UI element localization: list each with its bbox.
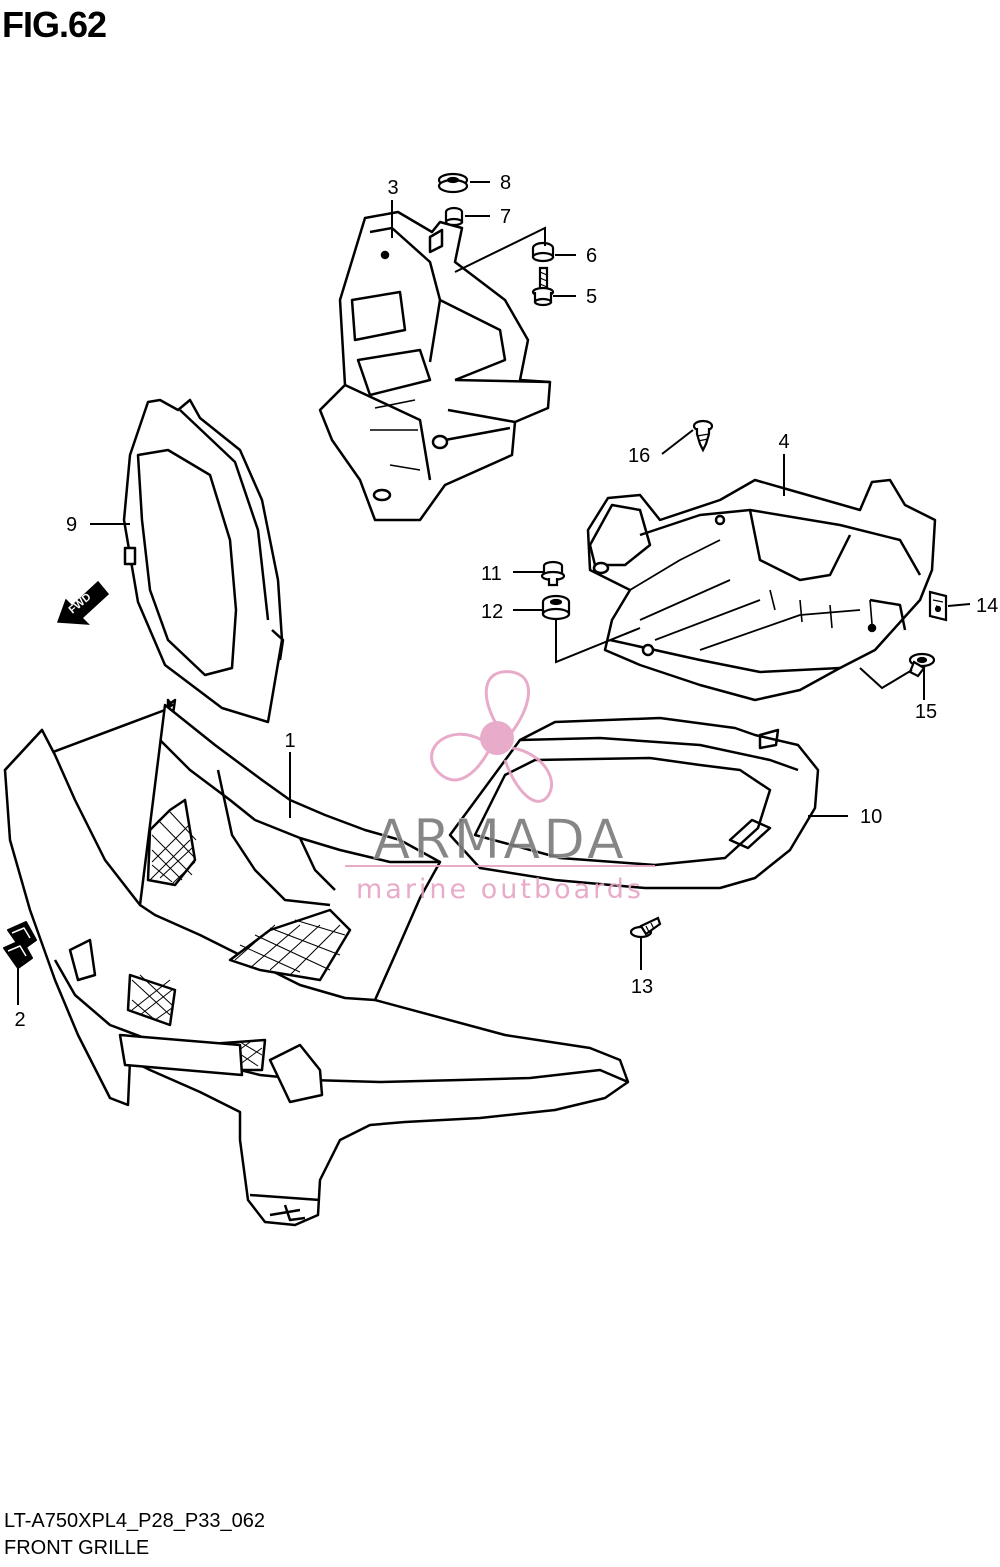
propeller-logo-icon — [430, 670, 554, 803]
figure-title: FIG.62 — [2, 4, 107, 45]
part-2-emblem[interactable] — [3, 921, 37, 969]
part-5-bolt — [531, 266, 555, 307]
section-name: FRONT GRILLE — [4, 1537, 150, 1559]
part-16-screw — [692, 419, 714, 453]
part-12-grommet — [541, 594, 571, 621]
callout-3: 3 — [387, 177, 398, 199]
part-6-nut — [531, 241, 555, 263]
part-3-upper-bracket[interactable] — [318, 210, 552, 522]
callout-10: 10 — [860, 806, 882, 828]
watermark-tagline: marine outboards — [356, 874, 644, 905]
part-15-rivet — [908, 652, 936, 678]
part-11-bolt — [540, 560, 566, 587]
callout-13: 13 — [631, 976, 653, 998]
fwd-arrow-icon: FWD — [56, 580, 110, 625]
callout-5: 5 — [586, 286, 597, 308]
callout-1: 1 — [284, 730, 295, 752]
callout-8: 8 — [500, 172, 511, 194]
watermark-brand: ARMADA — [373, 808, 627, 871]
callout-labels: 3 8 7 6 5 16 4 9 11 12 14 15 1 10 13 2 — [14, 172, 998, 1031]
callout-12: 12 — [481, 601, 503, 623]
callout-16: 16 — [628, 445, 650, 467]
part-13-screw — [629, 916, 662, 939]
hardware-parts[interactable] — [437, 172, 948, 939]
part-1-front-grille[interactable] — [3, 698, 630, 1227]
leader-lines — [17, 181, 971, 1005]
callout-14: 14 — [976, 595, 998, 617]
callout-15: 15 — [915, 701, 937, 723]
part-4-lower-bracket[interactable] — [586, 478, 937, 702]
watermark: ARMADA marine outboards — [345, 670, 655, 905]
part-14-clip-nut — [928, 590, 948, 622]
part-8-grommet — [437, 172, 469, 194]
callout-4: 4 — [778, 431, 789, 453]
callout-7: 7 — [500, 206, 511, 228]
callout-11: 11 — [481, 563, 502, 585]
callout-2: 2 — [14, 1009, 25, 1031]
part-10-right-cover[interactable] — [448, 716, 820, 890]
part-7-collar — [444, 206, 464, 227]
callout-9: 9 — [66, 514, 77, 536]
part-9-side-cover[interactable] — [122, 398, 285, 724]
callout-6: 6 — [586, 245, 597, 267]
model-code: LT-A750XPL4_P28_P33_062 — [4, 1510, 265, 1532]
